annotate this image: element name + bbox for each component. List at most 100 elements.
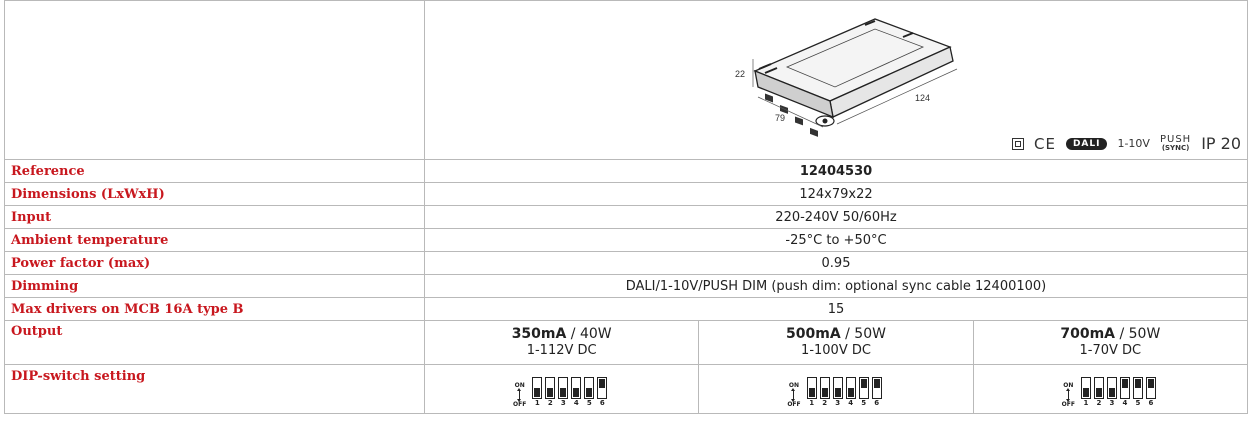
dimming-row: Dimming DALI/1-10V/PUSH DIM (push dim: o… [4,274,1248,298]
dip-switch-off [558,377,569,399]
dimensions-row: Dimensions (LxWxH) 124x79x22 [4,182,1248,206]
dip-switch: 6 [1145,377,1156,408]
ip-rating: IP 20 [1201,134,1241,153]
dip-switch: 2 [545,377,556,408]
dip-switch-off [1080,377,1091,399]
output-option-700: 700mA / 50W 1-70V DC [972,320,1249,365]
dip-switch: 3 [558,377,569,408]
power-factor-label: Power factor (max) [4,251,425,275]
dali-logo: DALI [1065,137,1108,150]
ce-mark: CE [1033,134,1056,153]
output-current: 500mA [786,326,841,342]
input-value: 220-240V 50/60Hz [424,205,1248,229]
dip-switch: 4 [571,377,582,408]
image-row-label-cell [4,0,425,160]
ambient-value: -25°C to +50°C [424,228,1248,252]
reference-label: Reference [4,159,425,183]
dim-width-label: 79 [775,113,785,123]
dip-switch: 1 [806,377,817,408]
input-row: Input 220-240V 50/60Hz [4,205,1248,229]
on-off-arrow-icon: ON OFF [1062,382,1075,408]
dip-off-label: OFF [513,401,527,408]
output-option-500: 500mA / 50W 1-100V DC [698,320,974,365]
dip-switch-number: 4 [1122,399,1128,407]
dip-switch-off [571,377,582,399]
dip-switch-number: 5 [1135,399,1141,407]
certification-badges: CE DALI 1-10V PUSH (SYNC) IP 20 [1011,133,1241,153]
dimming-value: DALI/1-10V/PUSH DIM (push dim: optional … [424,274,1248,298]
spec-table: 22 79 124 CE DALI 1-10V PUSH (SYNC) IP 2… [4,0,1249,414]
dip-switch-number: 6 [874,399,880,407]
dimensions-label: Dimensions (LxWxH) [4,182,425,206]
dip-switch-off [819,377,830,399]
dim-height-label: 22 [735,69,745,79]
dip-switch-number: 4 [848,399,854,407]
dip-switch-number: 6 [599,399,605,407]
dimming-label: Dimming [4,274,425,298]
dip-switch-on [858,377,869,399]
ambient-label: Ambient temperature [4,228,425,252]
dip-switch: 3 [832,377,843,408]
power-factor-row: Power factor (max) 0.95 [4,251,1248,275]
dip-switch: 6 [871,377,882,408]
double-insulation-icon [1011,137,1024,150]
output-option-350: 350mA / 40W 1-112V DC [423,320,700,365]
output-voltage: 1-70V DC [1079,343,1142,358]
dip-switch-number: 6 [1148,399,1154,407]
output-label: Output [4,320,425,365]
dip-switch-number: 1 [534,399,540,407]
dip-switch-number: 4 [573,399,579,407]
ambient-row: Ambient temperature -25°C to +50°C [4,228,1248,252]
reference-value: 12404530 [424,159,1248,183]
dip-switch-number: 1 [809,399,815,407]
reference-row: Reference 12404530 [4,159,1248,183]
dimensions-value: 124x79x22 [424,182,1248,206]
image-row: 22 79 124 CE DALI 1-10V PUSH (SYNC) IP 2… [4,0,1248,160]
dip-switch-off [1093,377,1104,399]
dip-switch-number: 2 [822,399,828,407]
dip-switch-number: 2 [1096,399,1102,407]
product-image-cell: 22 79 124 CE DALI 1-10V PUSH (SYNC) IP 2… [424,0,1248,160]
dim-length-label: 124 [915,93,930,103]
dip-off-label: OFF [1061,401,1075,408]
output-voltage: 1-112V DC [526,343,597,358]
output-power: / 50W [840,326,886,342]
dip-switch-off [1106,377,1117,399]
max-drivers-row: Max drivers on MCB 16A type B 15 [4,297,1248,321]
dip-switch-on [1132,377,1143,399]
dip-switch: 1 [532,377,543,408]
dip-switch-on [871,377,882,399]
dip-switch: 4 [1119,377,1130,408]
output-power: / 40W [566,326,612,342]
dip-switch-number: 3 [560,399,566,407]
dip-switch-off [545,377,556,399]
zero-ten-label: 1-10V [1117,137,1150,150]
output-power: / 50W [1115,326,1161,342]
dip-switch-on [1119,377,1130,399]
dip-switch: 2 [1093,377,1104,408]
dip-switch-number: 5 [861,399,867,407]
dip-switch-on [1145,377,1156,399]
dip-switch: 5 [858,377,869,408]
output-voltage: 1-100V DC [801,343,871,358]
max-drivers-value: 15 [424,297,1248,321]
dip-switch: 4 [845,377,856,408]
dip-switch: 5 [1132,377,1143,408]
dip-switch-off [832,377,843,399]
dip-on-label: ON [1063,382,1074,389]
dip-switch-number: 2 [547,399,553,407]
output-current: 350mA [511,326,567,342]
dip-switch-number: 3 [835,399,841,407]
dip-switch-number: 1 [1083,399,1089,407]
dip-label: DIP-switch setting [4,364,425,414]
dip-switch-off [806,377,817,399]
push-sync-label: PUSH (SYNC) [1159,133,1192,152]
output-row: Output 350mA / 40W 1-112V DC 500mA / 50W… [4,320,1249,365]
output-current: 700mA [1060,326,1116,342]
